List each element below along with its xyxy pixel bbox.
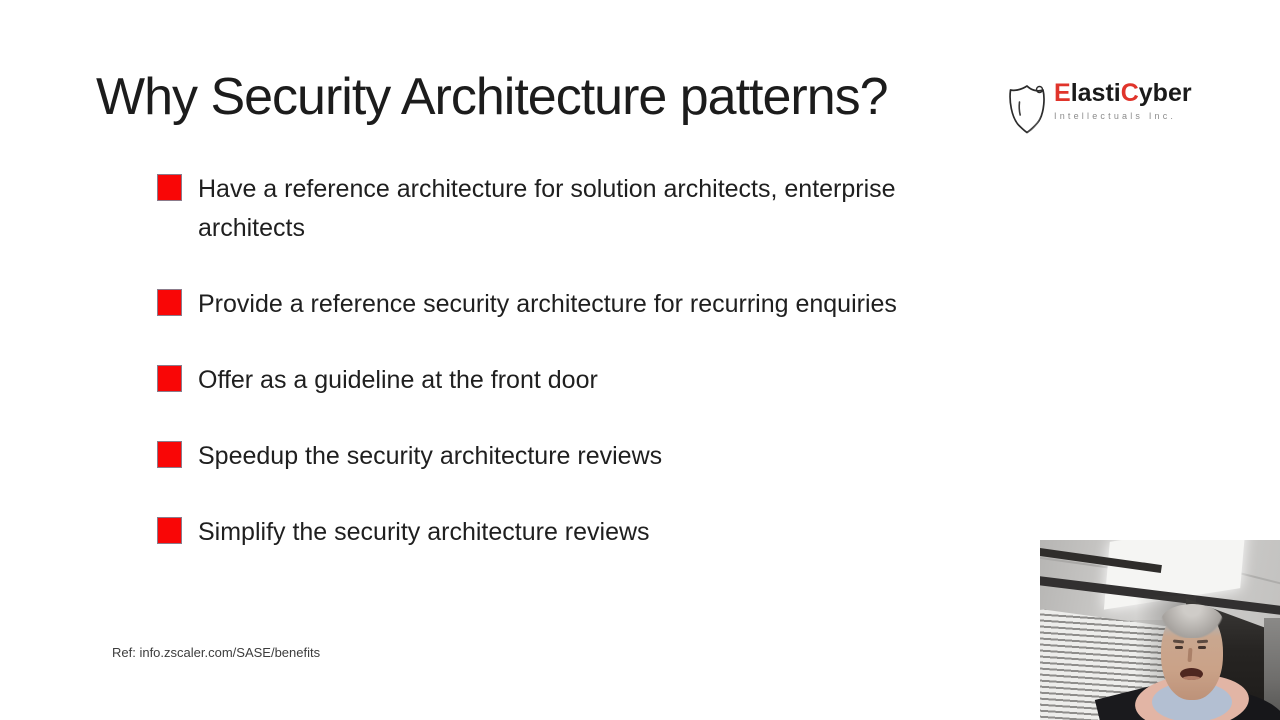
brand-name: ElastiCyber: [1054, 79, 1192, 107]
person-eye: [1198, 646, 1206, 649]
bullet-text: Offer as a guideline at the front door: [198, 366, 598, 394]
speaker-person: [1040, 540, 1280, 720]
webcam-overlay: [1040, 540, 1280, 720]
list-item: Offer as a guideline at the front door: [157, 361, 937, 400]
reference-footnote: Ref: info.zscaler.com/SASE/benefits: [112, 645, 321, 660]
list-item: Speedup the security architecture review…: [157, 437, 937, 476]
person-hair: [1161, 604, 1223, 638]
brand-logo-text: ElastiCyber Intellectuals Inc.: [1054, 79, 1192, 121]
bullet-list: Have a reference architecture for soluti…: [157, 170, 937, 589]
red-square-bullet-icon: [157, 441, 182, 468]
person-eye: [1175, 646, 1183, 649]
bullet-text: Have a reference architecture for soluti…: [198, 175, 896, 242]
slide-title: Why Security Architecture patterns?: [96, 68, 889, 126]
list-item: Have a reference architecture for soluti…: [157, 170, 937, 248]
shield-icon: [1009, 85, 1045, 134]
red-square-bullet-icon: [157, 365, 182, 392]
brand-subtitle: Intellectuals Inc.: [1054, 110, 1177, 121]
red-square-bullet-icon: [157, 174, 182, 201]
red-square-bullet-icon: [157, 289, 182, 316]
bullet-text: Provide a reference security architectur…: [198, 290, 897, 318]
red-square-bullet-icon: [157, 517, 182, 544]
person-lip: [1183, 676, 1200, 680]
door-frame: [1264, 618, 1280, 720]
bullet-text: Simplify the security architecture revie…: [198, 518, 650, 546]
list-item: Simplify the security architecture revie…: [157, 513, 937, 552]
brand-logo: ElastiCyber Intellectuals Inc.: [1006, 79, 1192, 136]
bullet-text: Speedup the security architecture review…: [198, 442, 663, 470]
list-item: Provide a reference security architectur…: [157, 285, 937, 324]
